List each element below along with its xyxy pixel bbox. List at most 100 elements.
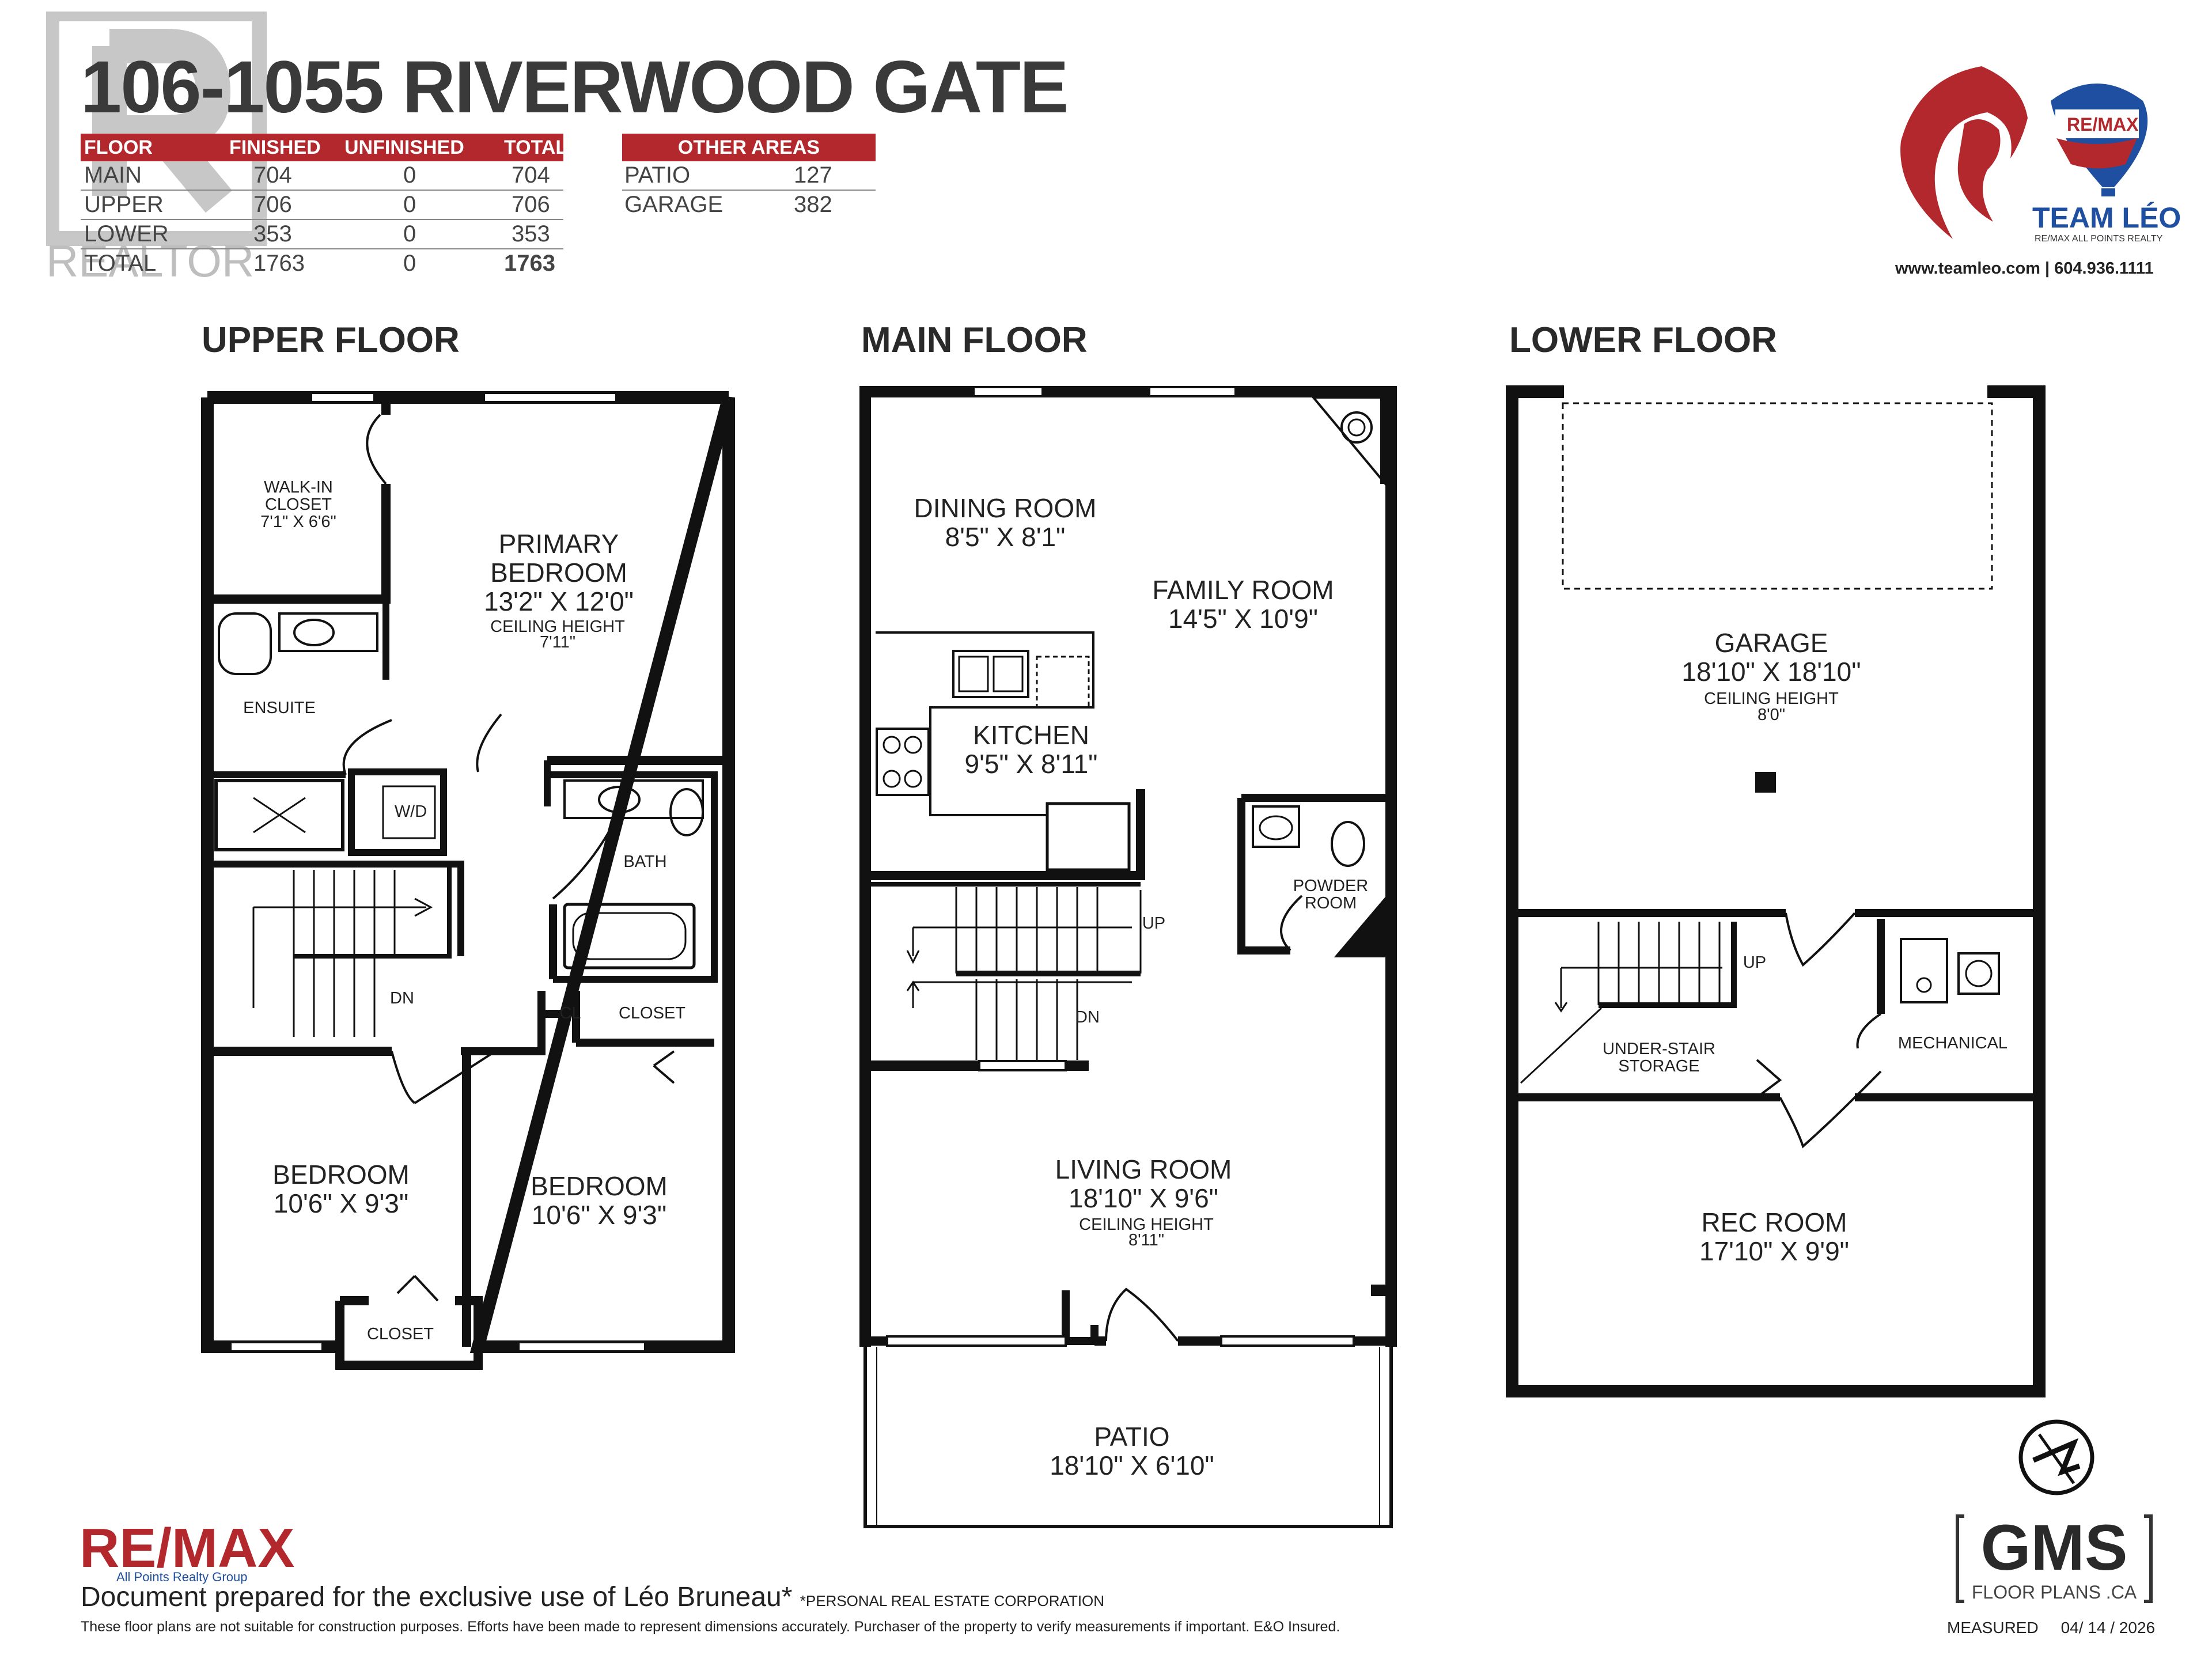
living-room-dims: 18'10" X 9'6" [1069,1183,1218,1213]
bedroom-dims: 10'6" X 9'3" [274,1188,408,1218]
primary-bedroom-dims: 13'2" X 12'0" [484,586,634,616]
rec-room-label: REC ROOM [1702,1207,1847,1237]
wd-label: W/D [395,802,427,821]
remax-footer-logo: RE/MAX All Points Realty Group [79,1517,294,1584]
other-area-name: GARAGE [624,192,724,217]
table-row: UPPER 706 0 706 [81,191,563,220]
ensuite-label: ENSUITE [243,699,316,717]
powder-room-label: POWDER [1293,877,1369,895]
property-title: 106-1055 RIVERWOOD GATE [81,46,1069,128]
row-floor: LOWER [84,221,169,247]
family-room-dims: 14'5" X 10'9" [1168,604,1318,634]
row-unfinished: 0 [403,251,416,276]
ceiling-height-label: CEILING HEIGHT [1079,1215,1214,1234]
team-leo-text: TEAM LÉO [2032,202,2181,234]
kitchen-dims: 9'5" X 8'11" [965,749,1098,779]
header-total: TOTAL [504,137,568,158]
upper-floor-labels: WALK-IN CLOSET 7'1" X 6'6" PRIMARY BEDRO… [243,478,685,1343]
lower-floor-plan [1506,385,2046,1397]
measured-date: MEASURED 04/ 14 / 2026 [1947,1619,2155,1637]
main-floor-labels: DINING ROOM 8'5" X 8'1" FAMILY ROOM 14'5… [914,493,1369,1480]
prepared-for-label: Document prepared for the exclusive use … [81,1582,793,1612]
primary-bedroom-label: BEDROOM [490,558,627,588]
upper-floor-plan [201,391,735,1370]
under-stair-label: STORAGE [1618,1057,1699,1075]
main-floor-heading: MAIN FLOOR [861,320,1088,360]
row-finished: 706 [253,192,292,217]
table-row: MAIN 704 0 704 [81,161,563,191]
ceiling-height-label: CEILING HEIGHT [490,618,625,636]
stairs-dn-label: DN [1075,1008,1100,1027]
ceiling-height-value: 8'11" [1128,1231,1164,1249]
patio-label: PATIO [1094,1422,1169,1452]
under-stair-label: UNDER-STAIR [1603,1040,1715,1058]
bedroom-dims: 10'6" X 9'3" [532,1200,666,1230]
closet-label: CLOSET [367,1325,434,1343]
header-unfinished: UNFINISHED [344,137,464,158]
kitchen-label: KITCHEN [973,720,1089,750]
remax-footer-text: RE/MAX [79,1517,294,1579]
gms-text: GMS [1980,1512,2127,1584]
row-total: 1763 [504,251,555,276]
dining-room-dims: 8'5" X 8'1" [945,522,1066,552]
walk-in-label: CLOSET [265,495,332,514]
row-floor: MAIN [84,162,142,188]
main-floor-plan [859,386,1397,1528]
cl-label: CL [559,1004,581,1022]
compass-icon [2018,1419,2094,1495]
table-row: GARAGE 382 [622,191,876,219]
ceiling-height-value: 7'11" [540,633,575,652]
area-table-header: FLOOR FINISHED UNFINISHED TOTAL [81,134,567,161]
row-total: 353 [512,221,550,247]
table-row-total: TOTAL 1763 0 1763 [81,249,563,278]
other-area-value: 127 [794,162,832,188]
dining-room-label: DINING ROOM [914,493,1097,523]
row-unfinished: 0 [403,192,416,217]
team-leo-logo: RE/MAX TEAM LÉO RE/MAX ALL POINTS REALTY [1884,55,2183,251]
closet-label: CLOSET [619,1004,685,1022]
lion-mane-icon [1900,66,2028,239]
upper-floor-heading: UPPER FLOOR [202,320,460,360]
row-finished: 353 [253,221,292,247]
row-floor: TOTAL [84,251,157,276]
stairs-up-label: UP [1142,914,1165,933]
bath-label: BATH [623,853,666,871]
living-room-label: LIVING ROOM [1055,1154,1232,1184]
row-finished: 704 [253,162,292,188]
table-row: LOWER 353 0 353 [81,220,563,249]
remax-footer-subtext: All Points Realty Group [116,1570,247,1584]
header-finished: FINISHED [229,137,321,158]
lion-face-icon [1957,119,2001,222]
contact-info: www.teamleo.com | 604.936.1111 [1895,259,2154,278]
team-leo-subtext: RE/MAX ALL POINTS REALTY [2035,234,2163,244]
lower-floor-heading: LOWER FLOOR [1509,320,1777,360]
prepared-note: *PERSONAL REAL ESTATE CORPORATION [800,1592,1105,1609]
walk-in-label: WALK-IN [264,478,333,497]
table-row: PATIO 127 [622,161,876,191]
bedroom-label: BEDROOM [531,1171,668,1201]
ceiling-height-value: 8'0" [1758,706,1785,724]
powder-room-label: ROOM [1305,894,1357,912]
mechanical-label: MECHANICAL [1898,1034,2008,1052]
gms-subtext: FLOOR PLANS .CA [1972,1582,2137,1603]
row-unfinished: 0 [403,162,416,188]
measured-date-value: 04/ 14 / 2026 [2061,1619,2156,1637]
row-total: 706 [512,192,550,217]
other-areas-header: OTHER AREAS [622,134,876,161]
realtor-watermark-text: REALTOR [46,236,254,282]
row-total: 704 [512,162,550,188]
row-finished: 1763 [253,251,305,276]
rec-room-dims: 17'10" X 9'9" [1699,1236,1849,1266]
stairs-dn-label: DN [390,989,414,1007]
stairs-up-label: UP [1743,953,1766,972]
other-area-value: 382 [794,192,832,217]
other-area-name: PATIO [624,162,691,188]
ceiling-height-label: CEILING HEIGHT [1704,690,1839,708]
row-unfinished: 0 [403,221,416,247]
family-room-label: FAMILY ROOM [1152,575,1334,605]
area-table: FLOOR FINISHED UNFINISHED TOTAL MAIN 704… [81,134,567,278]
remax-balloon-text: RE/MAX [2067,114,2139,135]
lower-floor-labels: GARAGE 18'10" X 18'10" CEILING HEIGHT 8'… [1603,628,2008,1266]
measured-label: MEASURED [1947,1619,2039,1637]
